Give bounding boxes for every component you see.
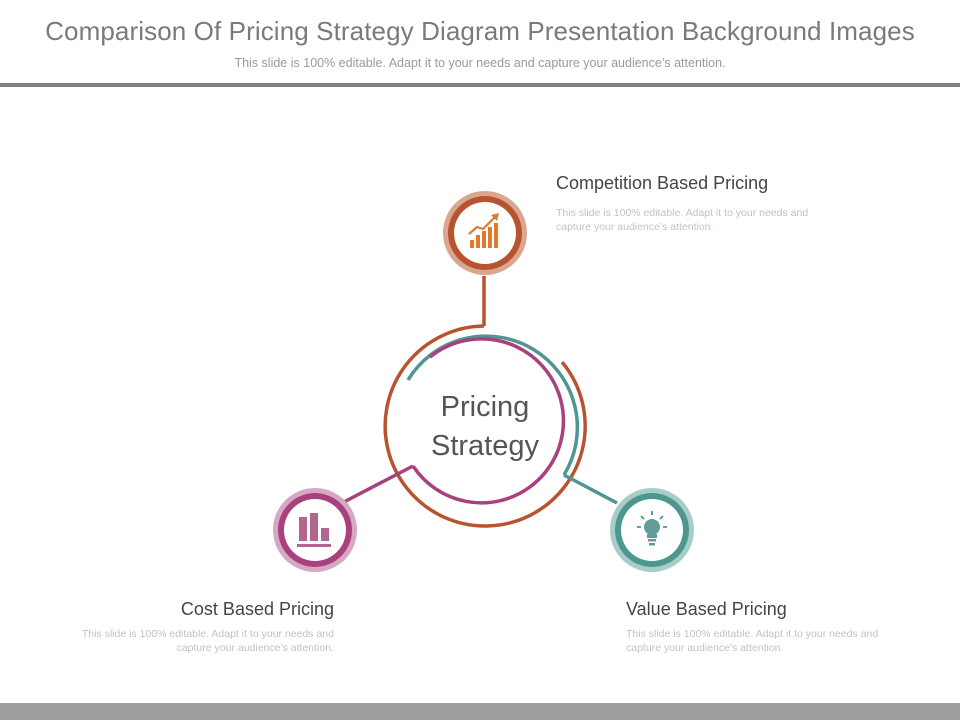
growth-chart-icon [468,213,499,248]
footer-band [0,703,960,720]
center-label: Pricing Strategy [405,388,565,466]
competition-title: Competition Based Pricing [556,173,769,193]
cost-desc: This slide is 100% editable. Adapt it to… [81,628,334,654]
lightbulb-icon [637,511,667,546]
cost-title: Cost Based Pricing [180,599,334,619]
center-ring-outer [383,324,587,528]
connector-value [563,473,618,505]
center-ring-inner [411,337,566,505]
connector-cost [341,464,414,505]
competition-desc: This slide is 100% editable. Adapt it to… [556,207,809,233]
value-title: Value Based Pricing [626,599,787,619]
header-divider [0,83,960,87]
page-subtitle: This slide is 100% editable. Adapt it to… [234,56,726,70]
center-label-line2: Strategy [431,430,539,462]
page-title: Comparison Of Pricing Strategy Diagram P… [45,16,915,46]
value-node [610,488,694,572]
bar-chart-icon [297,513,331,547]
center-label-line1: Pricing [440,391,530,423]
value-desc: This slide is 100% editable. Adapt it to… [626,628,879,654]
competition-node [443,191,527,275]
cost-node [273,488,357,572]
